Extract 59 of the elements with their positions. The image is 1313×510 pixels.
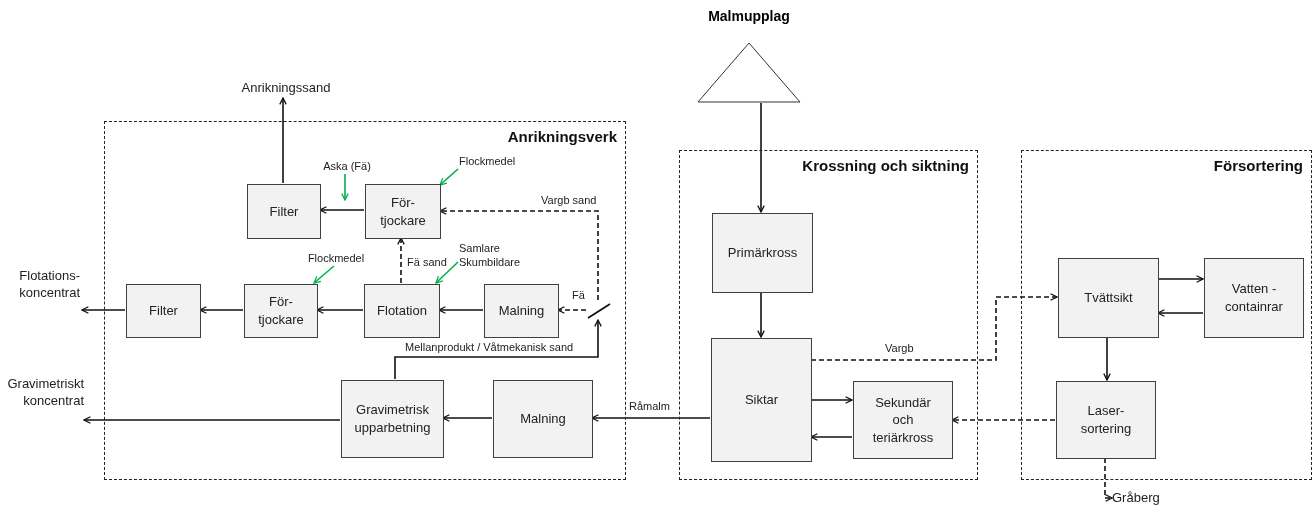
process-box: Sekundär och teriärkross — [853, 381, 953, 459]
flow-arrow — [279, 97, 287, 184]
section-title: Krossning och siktning — [802, 157, 969, 174]
flow-arrow — [1103, 336, 1111, 381]
process-box: Laser- sortering — [1056, 381, 1156, 459]
input-arrow — [313, 265, 335, 284]
additive-label: Flockmedel — [301, 251, 371, 267]
flow-arrow — [81, 306, 126, 314]
additive-label: Aska (Fä) — [316, 159, 378, 175]
stream-label: Anrikningssand — [236, 80, 336, 98]
stream-label: Gravimetriskt koncentrat — [2, 376, 84, 424]
stream-label: Gråberg — [1112, 490, 1168, 506]
process-box: Filter — [247, 184, 321, 239]
process-box: Tvättsikt — [1058, 258, 1159, 338]
section-title: Försortering — [1213, 157, 1303, 174]
process-box: Malning — [484, 284, 559, 338]
process-box: För- tjockare — [365, 184, 441, 239]
flow-arrow — [438, 306, 484, 314]
additive-label: Samlare Skumbildare — [459, 241, 535, 271]
section-frame — [104, 121, 626, 480]
stream-label: Flotations- koncentrat — [2, 268, 80, 316]
process-box: Filter — [126, 284, 201, 338]
section-title: Anrikningsverk — [507, 128, 617, 145]
flow-arrow — [591, 414, 711, 422]
flow-arrow — [316, 306, 364, 314]
input-arrow — [341, 173, 349, 201]
flow-arrow — [951, 416, 1056, 424]
process-box: Malning — [493, 380, 593, 458]
flow-arrow — [397, 237, 405, 284]
flow-arrow — [810, 293, 1058, 361]
input-arrow — [435, 261, 459, 284]
flow-arrow — [1104, 457, 1113, 502]
flow-arrow — [810, 433, 853, 441]
flow-arrow — [757, 291, 765, 338]
section-frame — [679, 150, 978, 480]
flow-arrow — [442, 414, 493, 422]
process-box: Gravimetrisk upparbetning — [341, 380, 444, 458]
flow-arrow — [394, 319, 602, 380]
edge-label: Vargb sand — [540, 194, 598, 208]
process-box: Vatten - containrar — [1204, 258, 1304, 338]
stockpile-title: Malmupplag — [707, 8, 791, 24]
section-frame — [1021, 150, 1312, 480]
process-box: För- tjockare — [244, 284, 318, 338]
flow-arrow — [557, 306, 587, 314]
process-box: Siktar — [711, 338, 812, 462]
edge-label: Mellanprodukt / Våtmekanisk sand — [404, 341, 575, 355]
flow-arrow — [83, 416, 341, 424]
flow-arrow — [439, 207, 599, 301]
flow-arrow — [199, 306, 244, 314]
additive-label: Flockmedel — [459, 154, 531, 170]
flow-arrow — [757, 102, 765, 213]
process-box: Flotation — [364, 284, 440, 338]
flow-arrow — [1157, 309, 1204, 317]
edge-label: Vargb — [884, 342, 915, 356]
flow-arrow — [810, 396, 853, 404]
flow-arrow — [1157, 275, 1204, 283]
process-box: Primärkross — [712, 213, 813, 293]
flow-arrow — [319, 206, 365, 214]
input-arrow — [439, 168, 459, 186]
